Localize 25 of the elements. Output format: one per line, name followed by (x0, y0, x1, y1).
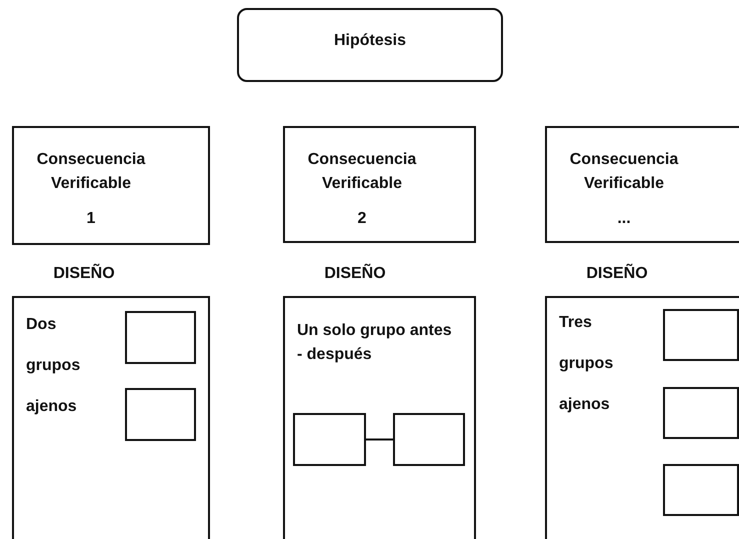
consequence-box (545, 126, 739, 243)
empty-box (293, 413, 366, 466)
consequence-title: Consecuencia Verificable (306, 150, 418, 194)
consequence-box (12, 126, 210, 245)
empty-box (393, 413, 465, 466)
design-heading: DISEÑO (323, 265, 387, 283)
empty-box (663, 387, 739, 439)
consequence-number: 2 (356, 210, 368, 228)
consequence-title: Consecuencia Verificable (36, 150, 146, 194)
design-description: Tres grupos ajenos (559, 313, 614, 415)
consequence-number: 1 (86, 210, 96, 228)
connector-line (366, 438, 393, 440)
hypothesis-box (237, 8, 503, 82)
consequence-title: Consecuencia Verificable (568, 150, 680, 194)
empty-box (125, 388, 196, 441)
design-heading: DISEÑO (52, 265, 116, 283)
design-description: Dos grupos ajenos (26, 315, 82, 417)
empty-box (663, 464, 739, 516)
design-description: Un solo grupo antes - después (297, 321, 452, 365)
consequence-box (283, 126, 476, 243)
consequence-number: ... (616, 210, 632, 228)
hypothesis-text: Hipótesis (332, 32, 407, 50)
design-heading: DISEÑO (585, 265, 649, 283)
empty-box (125, 311, 196, 364)
empty-box (663, 309, 739, 361)
